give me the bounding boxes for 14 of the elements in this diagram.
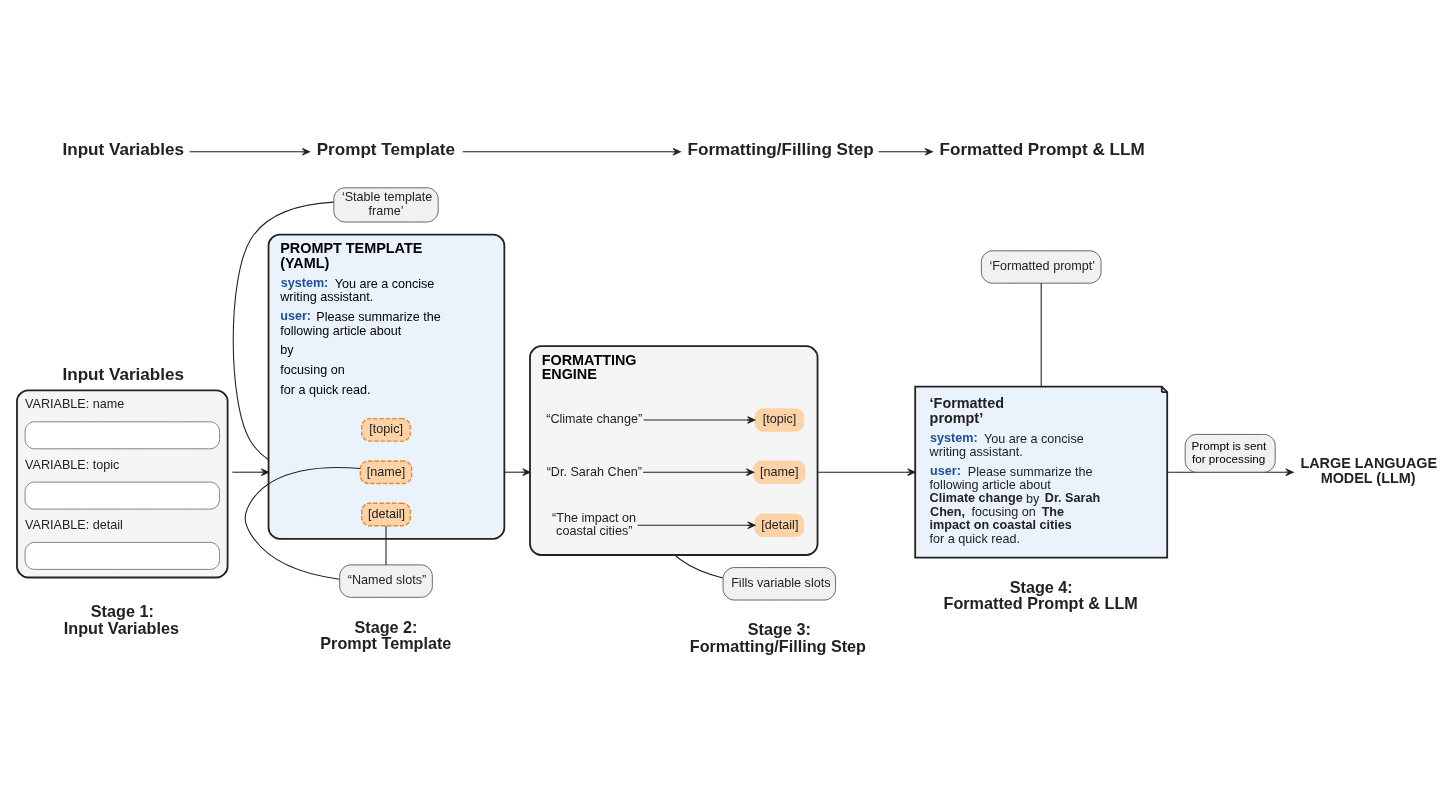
edge-label: Prompt is sent for processing [1191,438,1267,465]
node-text: Prompt Template [316,139,456,159]
node-text: LARGE LANGUAGE MODEL (LLM) [1300,454,1438,486]
node-text: “Dr. Sarah Chen” [546,464,642,479]
label: Stage 3: Formatting/Filling Step [689,619,867,655]
label: Stage 4: Formatted Prompt & LLM [943,577,1138,612]
node-text: “The impact on coastal cities” [552,510,637,538]
node-text: Input Variables [62,139,185,159]
node-text: Formatted Prompt & LLM [939,139,1145,159]
label: Stage 1: Input Variables [63,601,179,637]
label: Stage 2: Prompt Template [320,617,452,652]
node-label: Input Variables [62,364,185,384]
node-text: Formatting/Filling Step [687,139,874,159]
node-text: “Climate change” [546,411,643,426]
